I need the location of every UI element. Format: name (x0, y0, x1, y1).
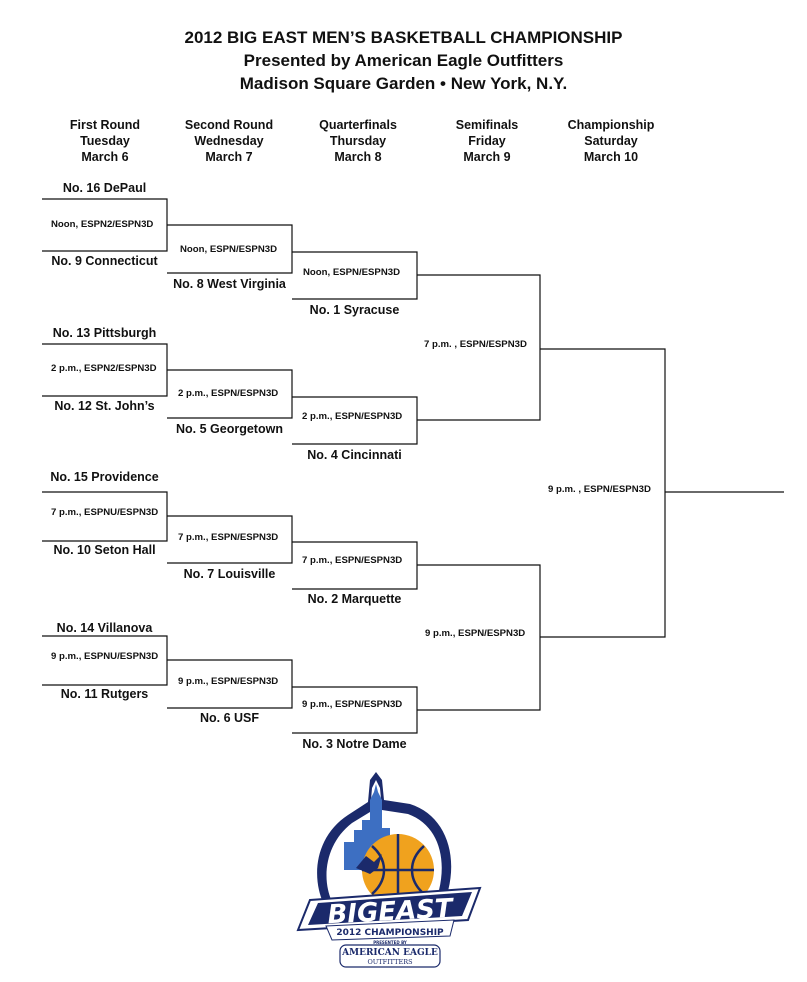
bracket-line (167, 369, 293, 419)
title-line-2: Presented by American Eagle Outfitters (243, 51, 564, 70)
round-name: Second Round (184, 118, 274, 132)
game-info: 9 p.m., ESPN/ESPN3D (425, 628, 526, 639)
game-info: Noon, ESPN2/ESPN3D (51, 219, 154, 230)
round-header-semifinals: Semifinals Friday March 9 (427, 117, 547, 165)
bracket-title: 2012 BIG EAST MEN’S BASKETBALL CHAMPIONS… (0, 26, 807, 95)
bracket-line (540, 348, 666, 638)
logo-artwork: BIGEAST 2012 CHAMPIONSHIP PRESENTED BY A… (296, 772, 482, 968)
team-qf: No. 2 Marquette (307, 592, 402, 606)
round-day: Thursday (329, 134, 387, 148)
bracket-line (167, 515, 293, 564)
round-name: Quarterfinals (319, 118, 397, 132)
team-r1: No. 14 Villanova (56, 621, 153, 635)
team-r1: No. 15 Providence (50, 470, 159, 484)
logo-banner-fill (308, 892, 472, 925)
logo-sponsor-box (339, 944, 441, 968)
game-info: 7 p.m., ESPNU/ESPN3D (51, 507, 159, 518)
team-qf: No. 4 Cincinnati (307, 448, 402, 462)
logo-subtitle: 2012 CHAMPIONSHIP (336, 928, 444, 938)
team-r1: No. 16 DePaul (62, 181, 147, 195)
team-r2: No. 5 Georgetown (176, 422, 283, 436)
game-info: 7 p.m. , ESPN/ESPN3D (424, 339, 527, 350)
game-info: 9 p.m., ESPNU/ESPN3D (51, 651, 159, 662)
game-info: 2 p.m., ESPN/ESPN3D (302, 411, 403, 422)
team-qf: No. 1 Syracuse (309, 303, 400, 317)
round-header-championship: Championship Saturday March 10 (551, 117, 671, 165)
team-r1: No. 9 Connecticut (51, 254, 158, 268)
team-r1: No. 11 Rutgers (60, 687, 149, 701)
bracket-line (417, 274, 541, 421)
logo-eagle (356, 854, 382, 874)
game-info: 9 p.m. , ESPN/ESPN3D (548, 484, 651, 495)
round-day: Wednesday (194, 134, 264, 148)
round-day: Saturday (584, 134, 638, 148)
round-name: First Round (69, 118, 141, 132)
round-day: Friday (468, 134, 506, 148)
logo-sponsor-line2: OUTFITTERS (367, 958, 412, 966)
round-date: March 10 (583, 150, 639, 164)
round-name: Championship (567, 118, 655, 132)
round-date: March 8 (334, 150, 382, 164)
game-info: Noon, ESPN/ESPN3D (180, 244, 278, 255)
team-r2: No. 8 West Virginia (173, 277, 286, 291)
team-qf: No. 3 Notre Dame (302, 737, 407, 751)
bracket-line (167, 659, 293, 709)
title-line-1: 2012 BIG EAST MEN’S BASKETBALL CHAMPIONS… (184, 28, 623, 47)
logo-presented: PRESENTED BY (373, 940, 407, 945)
bracket-line (167, 224, 293, 274)
logo-sponsor-line1: AMERICAN EAGLE (341, 948, 438, 958)
title-line-3: Madison Square Garden • New York, N.Y. (239, 74, 568, 93)
round-date: March 6 (81, 150, 129, 164)
big-east-championship-logo: BIGEAST 2012 CHAMPIONSHIP PRESENTED BY A… (270, 770, 500, 970)
bracket-line (292, 686, 418, 734)
round-date: March 9 (463, 150, 511, 164)
game-info: Noon, ESPN/ESPN3D (303, 267, 401, 278)
round-date: March 7 (205, 150, 253, 164)
round-name: Semifinals (455, 118, 519, 132)
team-r2: No. 6 USF (199, 711, 260, 725)
game-info: 2 p.m., ESPN2/ESPN3D (51, 363, 157, 374)
game-info: 2 p.m., ESPN/ESPN3D (178, 388, 279, 399)
round-header-first: First Round Tuesday March 6 (45, 117, 165, 165)
game-info: 9 p.m., ESPN/ESPN3D (178, 676, 279, 687)
team-r1: No. 12 St. John’s (54, 399, 155, 413)
logo-basketball-seams (362, 834, 434, 906)
team-r2: No. 7 Louisville (183, 567, 276, 581)
team-r1: No. 10 Seton Hall (53, 543, 156, 557)
round-header-quarterfinals: Quarterfinals Thursday March 8 (298, 117, 418, 165)
team-r1: No. 13 Pittsburgh (52, 326, 157, 340)
game-info: 7 p.m., ESPN/ESPN3D (178, 532, 279, 543)
round-day: Tuesday (80, 134, 130, 148)
game-info: 9 p.m., ESPN/ESPN3D (302, 699, 403, 710)
logo-subtitle-band (325, 919, 455, 941)
round-header-second: Second Round Wednesday March 7 (169, 117, 289, 165)
bracket-line-group (42, 198, 784, 734)
game-info: 7 p.m., ESPN/ESPN3D (302, 555, 403, 566)
